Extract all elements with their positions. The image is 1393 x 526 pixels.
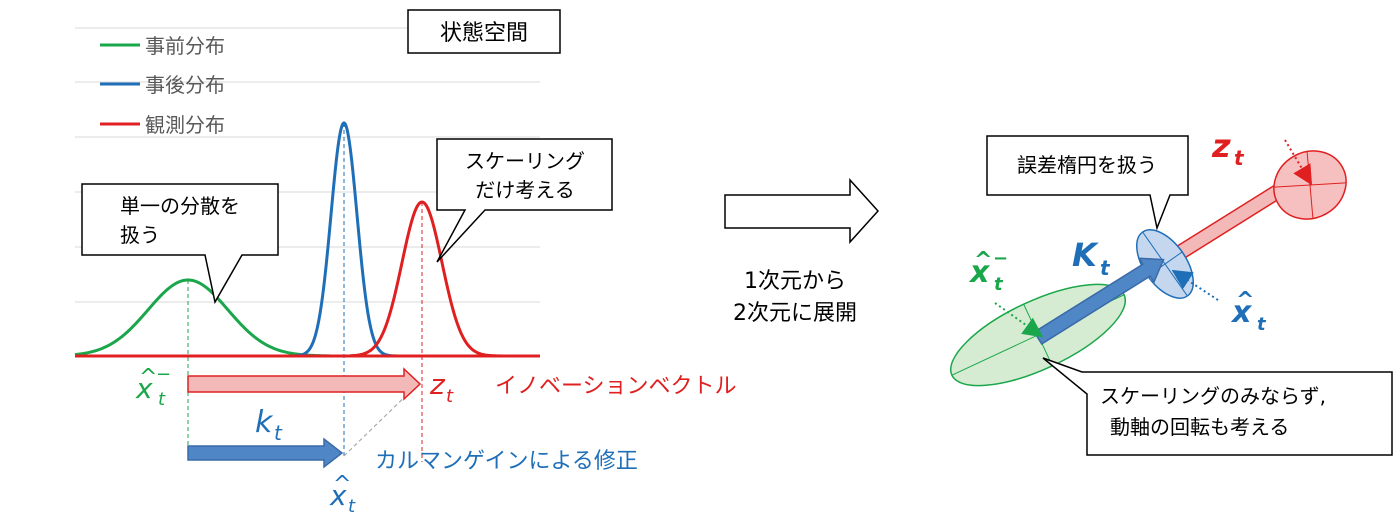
legend: 事前分布 事後分布 観測分布 xyxy=(100,34,225,137)
pointer-observation xyxy=(1284,139,1313,186)
gain-2d-K-symbol: K xyxy=(1072,236,1099,274)
legend-label-prior: 事前分布 xyxy=(145,34,225,58)
gain-k-symbol: k xyxy=(255,405,274,440)
callout-scaling-rotation-line2: 動軸の回転も考える xyxy=(1110,415,1289,439)
posterior-hat: ^ xyxy=(333,472,351,497)
posterior-2d-x-symbol: x xyxy=(1230,295,1253,330)
kalman-gain-arrow-2d xyxy=(1033,257,1165,345)
gain-label: k t xyxy=(255,405,283,445)
observation-label: z t xyxy=(429,368,454,407)
title: 状態空間 xyxy=(440,21,528,46)
callout-error-ellipse: 誤差楕円を扱う xyxy=(986,135,1189,231)
callout-scaling-rotation: スケーリングのみならず, 動軸の回転も考える xyxy=(1042,357,1393,456)
gain-2d-subscript-t: t xyxy=(1100,256,1111,280)
posterior-2d-subscript-t: t xyxy=(1257,314,1267,335)
observation-subscript-t: t xyxy=(446,386,454,407)
expand-label-line1: 1次元から xyxy=(744,269,846,294)
prior-hat: ^ xyxy=(139,365,157,390)
gain-subscript-t: t xyxy=(274,421,283,445)
observation-z-symbol: z xyxy=(429,368,446,401)
posterior-distribution-curve xyxy=(289,121,401,358)
callout-scaling-only-line2: だけ考える xyxy=(475,178,574,202)
kalman-gain-arrow xyxy=(187,437,344,469)
prior-subscript-t: t xyxy=(158,389,166,410)
callout-single-variance-line1: 単一の分散を xyxy=(120,194,240,218)
callout-scaling-rotation-line1: スケーリングのみならず, xyxy=(1100,384,1326,408)
legend-label-observation: 観測分布 xyxy=(145,113,225,137)
gain-label-2d: K t xyxy=(1072,236,1111,280)
callout-single-variance: 単一の分散を 扱う xyxy=(81,183,279,305)
title-box: 状態空間 xyxy=(407,9,561,54)
observation-2d-z-symbol: z xyxy=(1211,127,1231,165)
prior-2d-subscript-t: t xyxy=(994,274,1004,295)
posterior-estimate-label: x ^ t xyxy=(329,472,356,517)
prior-2d-hat: ^ xyxy=(974,248,992,273)
prior-2d-x-symbol: x xyxy=(968,255,991,290)
callout-single-variance-line2: 扱う xyxy=(120,223,160,247)
prior-estimate-label-2d: x ^ − t xyxy=(968,248,1008,295)
posterior-estimate-label-2d: x ^ t xyxy=(1230,288,1267,335)
posterior-2d-hat: ^ xyxy=(1236,288,1254,313)
expand-label-line2: 2次元に展開 xyxy=(733,301,857,326)
posterior-subscript-t: t xyxy=(348,496,356,517)
callout-scaling-only: スケーリング だけ考える xyxy=(436,138,613,263)
callout-scaling-only-line1: スケーリング xyxy=(465,149,585,173)
innovation-arrow xyxy=(187,367,422,401)
prior-2d-minus: − xyxy=(993,248,1008,269)
observation-error-ellipse xyxy=(1273,150,1347,220)
observation-label-2d: z t xyxy=(1211,127,1245,170)
pointer-posterior xyxy=(1171,269,1219,301)
prior-minus: − xyxy=(156,364,171,385)
legend-label-posterior: 事後分布 xyxy=(145,73,225,97)
observation-2d-subscript-t: t xyxy=(1234,146,1245,170)
posterior-error-ellipse xyxy=(1136,229,1194,299)
prior-x-symbol: x xyxy=(135,372,153,405)
observation-distribution-curve xyxy=(349,200,540,358)
innovation-vector-label: イノベーションベクトル xyxy=(495,374,737,399)
prior-distribution-curve xyxy=(74,278,331,358)
expand-arrow xyxy=(724,178,880,244)
pointer-prior xyxy=(994,302,1044,338)
callout-error-ellipse-text: 誤差楕円を扱う xyxy=(1017,153,1157,177)
prior-estimate-label: x ^ − t xyxy=(135,364,171,410)
kalman-correction-label: カルマンゲインによる修正 xyxy=(375,449,638,474)
posterior-x-symbol: x xyxy=(329,479,347,512)
